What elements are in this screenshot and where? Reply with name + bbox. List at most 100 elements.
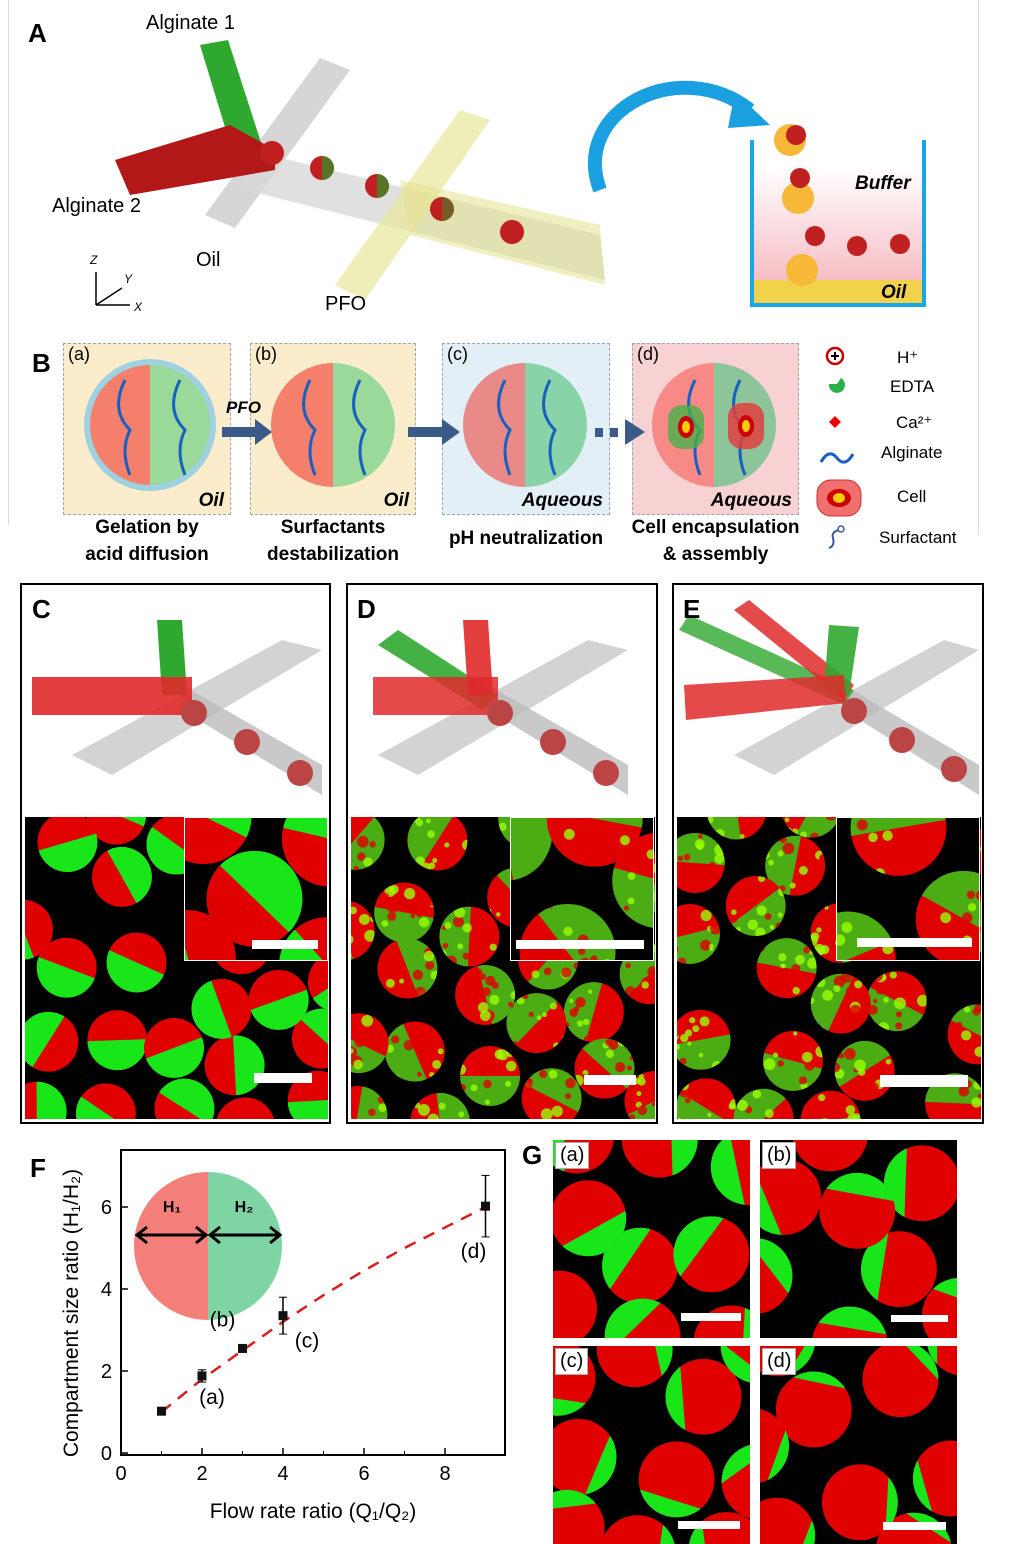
scale-bar	[254, 1073, 312, 1083]
step-tag: (c)	[447, 344, 468, 364]
x-tick-label: 4	[277, 1463, 288, 1485]
compartment-inset-diagram: H₁ H₂	[134, 1172, 283, 1320]
buffer-label: Buffer	[855, 173, 911, 194]
panel-g-label: G	[522, 1140, 543, 1170]
scale-bar	[252, 940, 318, 949]
alginate-chains	[117, 379, 747, 476]
microsphere	[760, 1158, 822, 1235]
legend-cell: Cell	[897, 487, 927, 506]
panel-c	[20, 583, 331, 1124]
fit-line	[160, 1205, 487, 1413]
y-axis-label: Compartment size ratio (H₁/H₂)	[60, 1169, 83, 1457]
microsphere	[673, 1216, 750, 1293]
microsphere	[25, 1011, 79, 1072]
microsphere	[760, 1237, 793, 1314]
y-tick-label: 4	[101, 1279, 112, 1301]
microsphere	[553, 1418, 617, 1495]
x-tick-label: 2	[196, 1463, 207, 1485]
micrograph-g-b: (b)	[760, 1140, 957, 1338]
panel-a-label: A	[28, 18, 47, 48]
frame-line	[978, 0, 979, 535]
g-tag: (c)	[555, 1348, 589, 1375]
legend-edta: EDTA	[890, 377, 935, 396]
caption-line: acid diffusion	[85, 544, 209, 565]
oil-layer	[752, 280, 924, 304]
data-point	[278, 1311, 288, 1321]
step-tag: (b)	[255, 344, 277, 364]
alginate-1-channel	[200, 40, 265, 160]
microsphere	[455, 965, 516, 1026]
microsphere	[25, 899, 54, 960]
microsphere	[621, 1140, 698, 1178]
legend-alginate: Alginate	[881, 443, 943, 462]
panel-e-label: E	[683, 594, 701, 624]
caption-line: Surfactants	[280, 517, 386, 538]
y-tick-label: 0	[101, 1443, 112, 1465]
panel-c-label: C	[32, 594, 51, 624]
surfactant-icon	[828, 525, 845, 549]
h2-label: H₂	[235, 1199, 254, 1216]
microsphere	[553, 1180, 627, 1257]
scale-bar	[880, 1075, 968, 1087]
channel-illustration-e	[679, 600, 979, 795]
microsphere	[720, 1346, 750, 1384]
plot-frame	[120, 1149, 506, 1456]
microsphere	[721, 1443, 750, 1520]
pfo-label: PFO	[325, 293, 367, 315]
microsphere	[912, 1440, 957, 1517]
microsphere	[602, 1227, 679, 1304]
legend-proton: H⁺	[897, 348, 919, 367]
medium-label: Oil	[383, 490, 409, 511]
microsphere	[521, 1068, 582, 1119]
alginate-1-label: Alginate 1	[146, 12, 235, 34]
axis-x-label: X	[134, 300, 143, 314]
microsphere	[862, 1346, 939, 1418]
microsphere	[287, 1070, 328, 1119]
microsphere	[86, 817, 147, 845]
microsphere	[677, 832, 725, 893]
scale-bar	[584, 1075, 636, 1085]
micrograph-d-inset	[510, 817, 654, 961]
x-tick-label: 0	[115, 1463, 126, 1485]
calcium-icon	[829, 416, 841, 428]
axis-y-label: Y	[124, 272, 133, 286]
y-tick-label: 6	[101, 1197, 112, 1219]
micrograph-g-c: (c)	[553, 1346, 750, 1544]
microsphere	[351, 1085, 388, 1119]
medium-label: Oil	[198, 490, 224, 511]
alginate-2-channel	[115, 125, 275, 195]
y-tick-label: 2	[101, 1361, 112, 1383]
encapsulated-cells	[668, 403, 764, 449]
microsphere	[775, 1371, 852, 1448]
microsphere	[291, 1008, 328, 1069]
panel-e	[672, 583, 984, 1124]
alginate-icon	[819, 452, 855, 464]
step-a-caption: Gelation by acid diffusion	[63, 514, 231, 568]
microsphere	[756, 938, 817, 999]
axis-z-label: Z	[90, 253, 98, 267]
microsphere	[87, 1010, 148, 1071]
microsphere	[921, 1277, 957, 1338]
step-c-caption: pH neutralization	[442, 525, 610, 552]
microsphere	[810, 973, 871, 1034]
point-label: (c)	[295, 1330, 320, 1353]
caption-line: Gelation by	[95, 517, 199, 538]
microsphere	[677, 903, 720, 964]
microsphere	[307, 951, 328, 1012]
microsphere	[37, 817, 98, 873]
point-label: (a)	[199, 1386, 225, 1409]
g-tag: (b)	[762, 1142, 797, 1169]
microsphere	[596, 1346, 673, 1388]
pfo-arrow-label: PFO	[226, 398, 261, 417]
data-point	[157, 1406, 166, 1416]
legend-surfactant: Surfactant	[879, 528, 957, 547]
g-tag: (a)	[555, 1142, 590, 1169]
legend-icons	[816, 346, 862, 549]
legend-calcium: Ca²⁺	[896, 413, 933, 432]
microsphere	[792, 1140, 869, 1172]
scale-bar	[857, 938, 972, 947]
scale-bar	[891, 1315, 948, 1322]
microsphere	[926, 1346, 957, 1376]
microsphere	[665, 1358, 742, 1435]
